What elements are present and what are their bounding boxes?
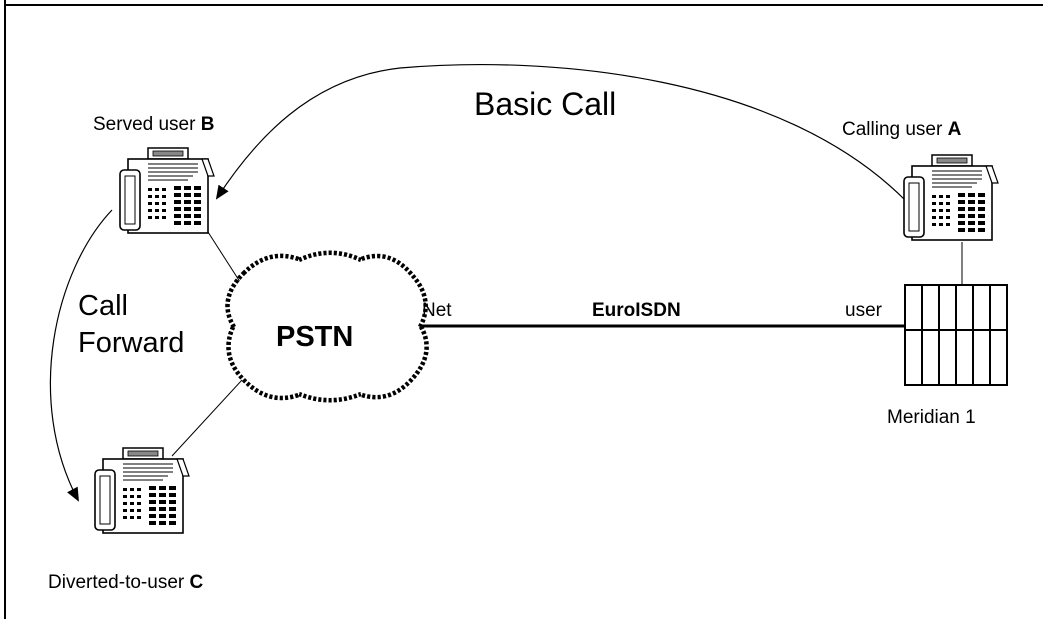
call-forward-label-line1: Call [78,290,128,322]
telephone-icon-diverted-user [94,447,190,534]
call-forward-arrow [49,209,113,502]
link-pstn-c [171,379,243,457]
telephone-icon-served-user [119,147,215,234]
pstn-label: PSTN [276,321,353,353]
user-label: user [845,300,883,321]
euroisdn-label: EuroISDN [592,300,681,321]
call-forward-label-line2: Forward [78,327,184,359]
telephone-icon-calling-user [903,154,999,241]
link-b-pstn [207,231,243,286]
net-label: Net [422,300,452,321]
basic-call-label: Basic Call [474,86,616,122]
served-user-label: Served user B [93,114,214,135]
meridian-label: Meridian 1 [887,407,976,428]
diverted-user-label: Diverted-to-user C [48,572,204,593]
calling-user-label: Calling user A [842,119,962,140]
basic-call-arrow [215,63,906,201]
pstn-cloud-icon [225,250,429,403]
meridian-switch-icon [904,284,1008,386]
